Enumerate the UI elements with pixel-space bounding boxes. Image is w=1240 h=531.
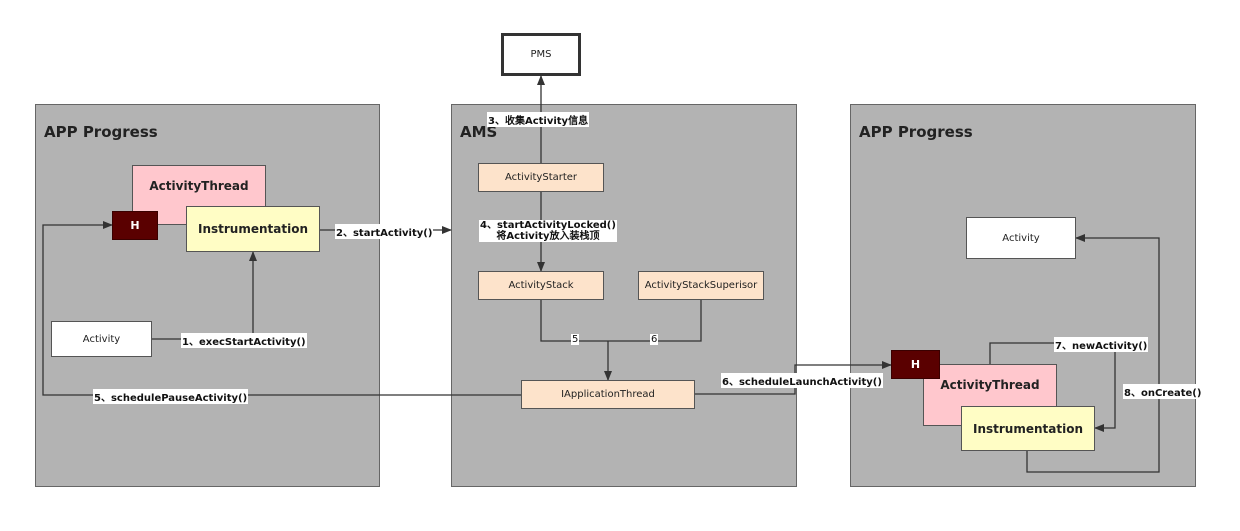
right-activity-label: Activity	[1002, 232, 1040, 244]
left-activity-label: Activity	[82, 333, 121, 345]
merge-label-5: 5	[571, 334, 580, 345]
step5-label: 5、schedulePauseActivity()	[93, 389, 249, 404]
left-h-label: H	[130, 219, 140, 232]
iapplication-thread-label: IApplicationThread	[561, 389, 655, 400]
activity-stack-node: ActivityStack	[478, 271, 604, 300]
pms-label: PMS	[530, 49, 552, 60]
step4-label-line2: 将Activity放入装栈顶	[496, 231, 600, 242]
step2-label: 2、startActivity()	[335, 224, 434, 239]
arrow-exec-start-activity	[152, 251, 257, 340]
right-panel-title: APP Progress	[859, 123, 973, 141]
activity-starter-label: ActivityStarter	[504, 172, 578, 183]
activity-stack-supervisor-label: ActivityStackSuperisor	[644, 280, 758, 291]
step4-label: 4、startActivityLocked() 将Activity放入装栈顶	[479, 220, 617, 242]
right-h-handler-node: H	[891, 350, 940, 379]
right-instrumentation-node: Instrumentation	[961, 406, 1095, 451]
step8-label: 8、onCreate()	[1123, 384, 1203, 399]
right-activity-node: Activity	[966, 217, 1076, 259]
right-activity-thread-label: ActivityThread	[940, 378, 1040, 392]
left-instrumentation-label: Instrumentation	[197, 222, 308, 236]
step7-label: 7、newActivity()	[1054, 337, 1149, 352]
pms-node: PMS	[501, 33, 581, 76]
ams-panel-title: AMS	[460, 123, 498, 141]
activity-stack-label: ActivityStack	[508, 280, 574, 291]
iapplication-thread-node: IApplicationThread	[521, 380, 695, 409]
merge-label-6: 6	[650, 334, 659, 345]
left-h-handler-node: H	[112, 211, 158, 240]
step4-label-line1: 4、startActivityLocked()	[480, 220, 616, 231]
left-instrumentation-node: Instrumentation	[186, 206, 320, 252]
right-instrumentation-label: Instrumentation	[972, 421, 1083, 436]
right-h-label: H	[910, 358, 921, 371]
arrow-on-create	[1026, 234, 1160, 473]
arrow-schedule-pause-activity	[42, 221, 521, 396]
activity-starter-node: ActivityStarter	[478, 163, 604, 192]
step1-label: 1、execStartActivity()	[181, 333, 307, 348]
left-activity-thread-label: ActivityThread	[149, 179, 249, 193]
activity-stack-supervisor-node: ActivityStackSuperisor	[638, 271, 764, 300]
left-panel-title: APP Progress	[44, 123, 158, 141]
step6-label: 6、scheduleLaunchActivity()	[721, 373, 883, 388]
line-stack-merge	[540, 300, 702, 342]
step3-label: 3、收集Activity信息	[487, 112, 590, 127]
left-activity-node: Activity	[51, 321, 152, 357]
